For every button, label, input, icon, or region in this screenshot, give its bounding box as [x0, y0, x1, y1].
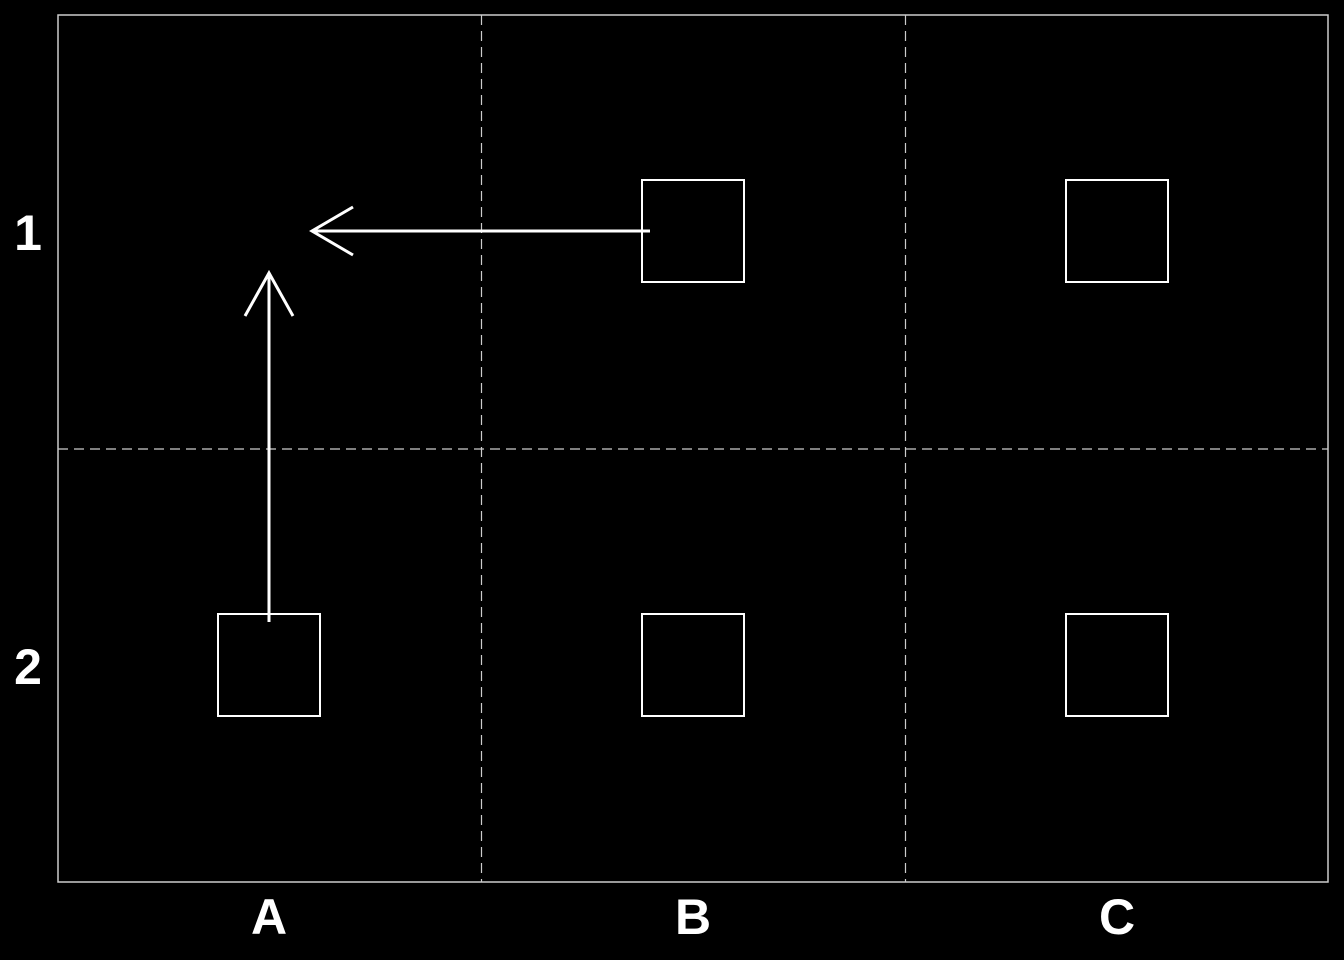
square-a2 [217, 613, 321, 717]
square-c1 [1065, 179, 1169, 283]
square-c2 [1065, 613, 1169, 717]
square-b2 [641, 613, 745, 717]
column-label-c: C [1099, 889, 1135, 945]
row-label-2: 2 [14, 639, 42, 695]
row-label-1: 1 [14, 205, 42, 261]
column-label-a: A [251, 889, 287, 945]
squares-layer [217, 179, 1169, 717]
square-b1 [641, 179, 745, 283]
arrow-head-a2-up [243, 269, 295, 317]
column-label-b: B [675, 889, 711, 945]
arrow-head-b1-left [309, 205, 354, 257]
arrows-layer [243, 205, 650, 622]
